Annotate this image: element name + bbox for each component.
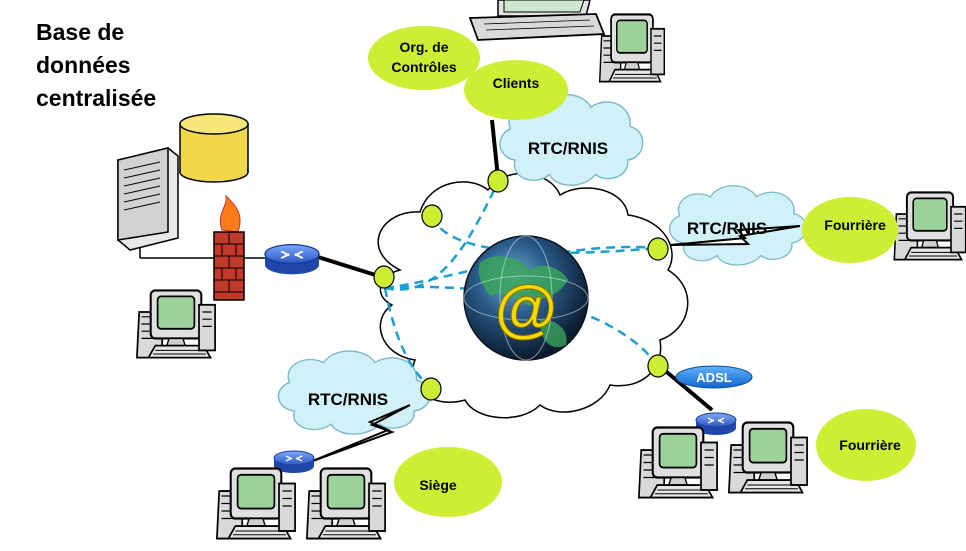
label-org-controls: Org. de Contrôles bbox=[368, 26, 480, 90]
node-top-left bbox=[421, 204, 443, 228]
node-bottom-right bbox=[647, 354, 669, 378]
fourriere-right-label: Fourrière bbox=[824, 217, 886, 233]
database-icon bbox=[179, 113, 249, 183]
title-line-2: données bbox=[36, 52, 131, 78]
fourriere-bottom-label: Fourrière bbox=[839, 437, 901, 453]
rtc-label-top: RTC/RNIS bbox=[528, 139, 608, 158]
internet-symbol: @ bbox=[495, 272, 557, 344]
label-clients: Clients bbox=[464, 60, 568, 120]
org-controls-line-2: Contrôles bbox=[391, 59, 457, 75]
org-controls-line-1: Org. de bbox=[399, 39, 448, 55]
laptop-icon bbox=[468, 0, 606, 41]
workstation-icon-left bbox=[135, 289, 217, 359]
label-siege: Siège bbox=[394, 447, 502, 517]
workstation-icon-top-right bbox=[598, 13, 666, 83]
node-left bbox=[373, 265, 395, 289]
rtc-label-right: RTC/RNIS bbox=[687, 219, 767, 238]
workstation-icon-bottom-right-2 bbox=[727, 421, 809, 494]
workstation-icon-bottom-left-1 bbox=[215, 467, 297, 540]
connection-nodes bbox=[373, 169, 669, 401]
siege-label: Siège bbox=[419, 477, 457, 493]
adsl-badge: ADSL bbox=[675, 365, 753, 389]
rtc-label-left: RTC/RNIS bbox=[308, 390, 388, 409]
adsl-label: ADSL bbox=[696, 370, 731, 385]
database-title: Base de données centralisée bbox=[36, 19, 156, 111]
node-right bbox=[647, 237, 669, 261]
workstation-icon-right bbox=[893, 191, 966, 261]
server-icon bbox=[117, 147, 179, 251]
router-icon-left bbox=[264, 243, 320, 276]
lightning-links bbox=[309, 225, 801, 463]
title-line-1: Base de bbox=[36, 19, 124, 45]
workstation-icon-bottom-left-2 bbox=[305, 467, 387, 540]
firewall-icon bbox=[213, 194, 245, 301]
node-top bbox=[487, 169, 509, 193]
label-fourriere-bottom: Fourrière bbox=[816, 409, 916, 481]
title-line-3: centralisée bbox=[36, 85, 156, 111]
workstation-icon-bottom-right-1 bbox=[637, 426, 719, 499]
globe-icon: @ bbox=[463, 235, 589, 361]
node-bottom-left bbox=[420, 377, 442, 401]
label-fourriere-right: Fourrière bbox=[802, 197, 898, 263]
clients-label: Clients bbox=[493, 75, 540, 91]
